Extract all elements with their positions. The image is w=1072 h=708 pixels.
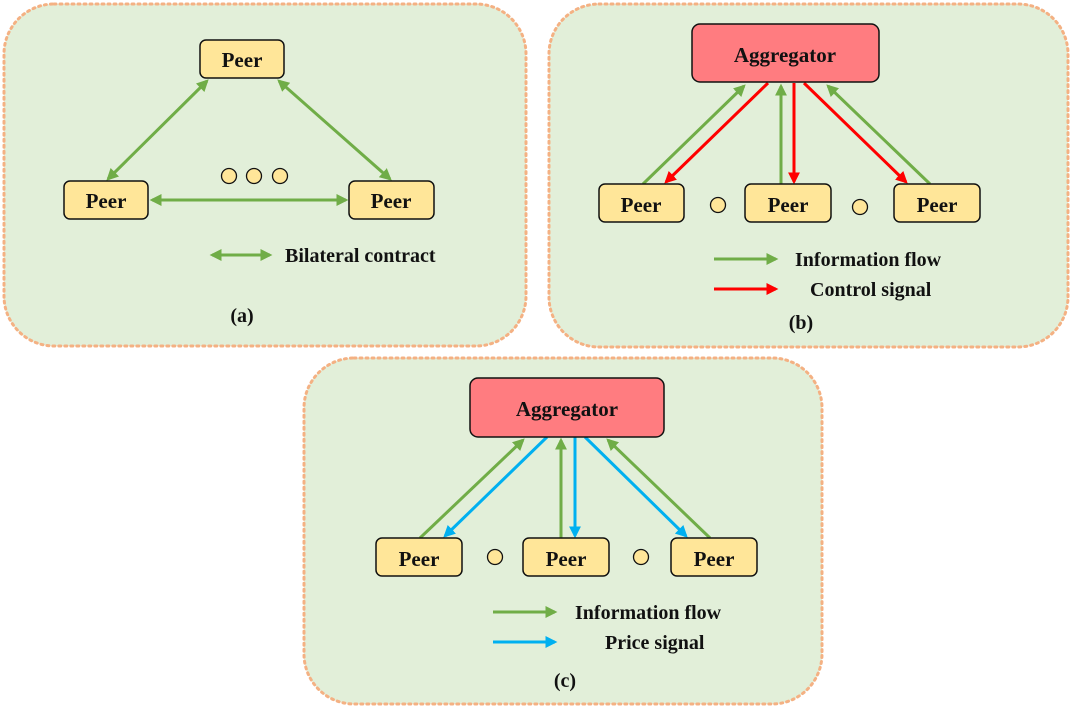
aggregator-node: Aggregator: [469, 377, 665, 438]
peer-node: Peer: [670, 537, 758, 577]
peer-node: Peer: [348, 180, 435, 220]
panel-a-peer-to-peer: Peer Peer Peer Bilateral contract (a): [2, 2, 528, 348]
svg-text:Peer: Peer: [917, 193, 958, 217]
peer-node: Peer: [522, 537, 610, 577]
ellipsis-dot: [632, 548, 650, 566]
svg-text:Aggregator: Aggregator: [516, 397, 618, 421]
caption-b: (b): [789, 312, 813, 334]
svg-text:Peer: Peer: [399, 547, 440, 571]
ellipsis-dot: [245, 167, 263, 185]
ellipsis-dot: [271, 167, 289, 185]
peer-node: Peer: [598, 183, 685, 223]
information-flow-arrow: [826, 84, 932, 186]
ellipsis-dot: [486, 548, 504, 566]
control-signal-arrow: [664, 81, 770, 184]
panel-c-background: [302, 356, 824, 706]
panel-b-aggregator-control: Aggregator Peer Peer Peer Information fl…: [547, 2, 1070, 349]
legend-information-label: Information flow: [575, 602, 722, 624]
svg-text:Peer: Peer: [371, 189, 412, 213]
legend-price-label: Price signal: [605, 632, 705, 654]
price-signal-arrow: [583, 435, 688, 538]
svg-text:Peer: Peer: [546, 547, 587, 571]
caption-a: (a): [230, 305, 253, 327]
peer-node: Peer: [199, 39, 285, 79]
price-signal-arrow: [443, 435, 549, 538]
svg-text:Peer: Peer: [222, 48, 263, 72]
ellipsis-dot: [220, 167, 238, 185]
ellipsis-dot: [851, 198, 869, 216]
svg-text:Peer: Peer: [768, 193, 809, 217]
peer-node: Peer: [375, 537, 463, 577]
bilateral-contract-arrow: [106, 79, 209, 181]
bilateral-contract-arrow: [277, 79, 392, 181]
ellipsis-dot: [709, 196, 727, 214]
svg-text:Aggregator: Aggregator: [734, 43, 836, 67]
peer-node: Peer: [63, 180, 149, 220]
peer-node: Peer: [744, 183, 832, 223]
svg-text:Peer: Peer: [86, 189, 127, 213]
caption-c: (c): [554, 670, 576, 692]
legend-bilateral-label: Bilateral contract: [285, 245, 436, 267]
information-flow-arrow: [418, 438, 525, 540]
aggregator-node: Aggregator: [691, 23, 880, 83]
panel-c-aggregator-price: Aggregator Peer Peer Peer Information fl…: [302, 356, 824, 706]
svg-text:Peer: Peer: [621, 193, 662, 217]
information-flow-arrow: [606, 438, 712, 540]
information-flow-arrow: [641, 84, 746, 186]
panel-b-background: [547, 2, 1070, 349]
control-signal-arrow: [802, 81, 908, 184]
legend-information-label: Information flow: [795, 249, 942, 271]
peer-node: Peer: [893, 183, 981, 223]
svg-text:Peer: Peer: [694, 547, 735, 571]
legend-control-label: Control signal: [810, 279, 932, 301]
